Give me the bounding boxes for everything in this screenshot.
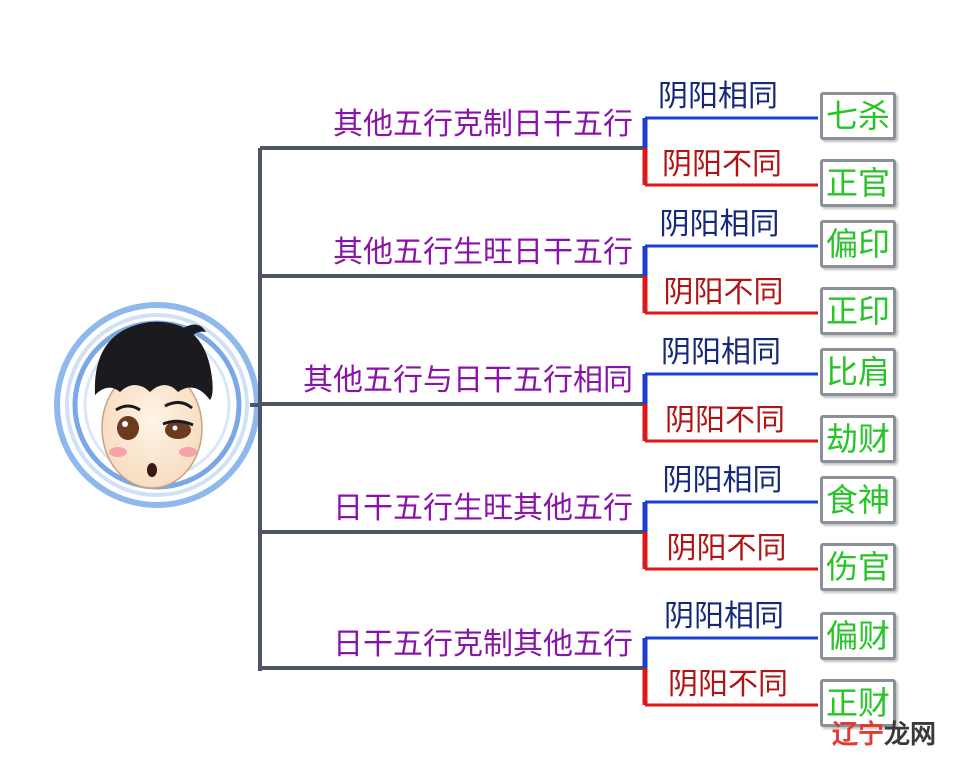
diff-polarity-label: 阴阳不同	[665, 403, 785, 438]
same-polarity-label: 阴阳相同	[658, 79, 778, 114]
ten-god-box: 比肩	[820, 348, 896, 396]
relation-label: 其他五行克制日干五行	[333, 107, 633, 142]
ten-god-box: 正印	[820, 287, 896, 335]
ten-god-box: 偏印	[820, 220, 896, 268]
same-polarity-label: 阴阳相同	[661, 335, 781, 370]
diff-polarity-label: 阴阳不同	[663, 275, 784, 310]
relation-label: 日干五行生旺其他五行	[333, 491, 633, 526]
same-polarity-label: 阴阳相同	[662, 463, 783, 498]
same-polarity-label: 阴阳相同	[664, 599, 784, 634]
diff-polarity-label: 阴阳不同	[662, 147, 782, 182]
diff-polarity-label: 阴阳不同	[668, 667, 788, 702]
ten-god-box: 正官	[820, 159, 896, 207]
ten-god-box: 七杀	[820, 92, 896, 140]
cartoon-boy-avatar-icon	[54, 302, 260, 508]
watermark-part1: 辽宁	[832, 720, 885, 750]
relation-label: 其他五行生旺日干五行	[333, 235, 633, 270]
ten-god-box: 劫财	[820, 415, 896, 463]
same-polarity-label: 阴阳相同	[659, 207, 780, 242]
diff-polarity-label: 阴阳不同	[666, 531, 787, 566]
ten-god-box: 正财	[820, 679, 896, 727]
relation-label: 其他五行与日干五行相同	[303, 363, 633, 398]
ten-god-box: 食神	[820, 476, 896, 524]
ten-god-box: 偏财	[820, 612, 896, 660]
relation-label: 日干五行克制其他五行	[333, 627, 633, 662]
ten-god-box: 伤官	[820, 543, 896, 591]
watermark-part2: 龙网	[884, 720, 937, 750]
watermark: 辽宁龙网	[832, 722, 936, 748]
